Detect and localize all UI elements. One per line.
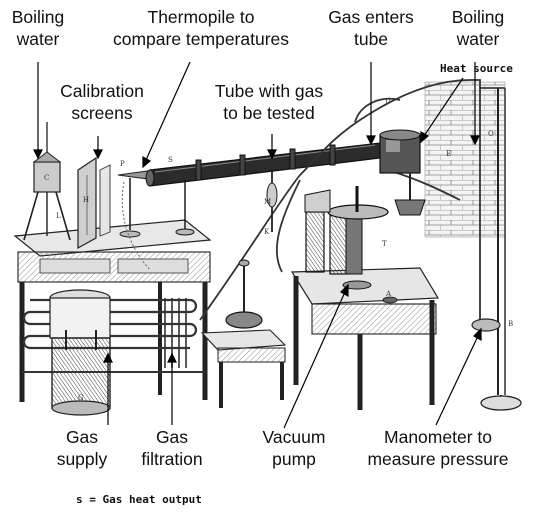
vacuum-pump-table xyxy=(290,267,440,410)
engraving-letter: O xyxy=(488,130,494,138)
engraving-letter: H xyxy=(83,196,90,204)
label-boiling-water-left: Boiling water xyxy=(11,7,65,49)
left-boiling-water-stand xyxy=(23,122,71,241)
gas-test-tube xyxy=(145,142,381,236)
label-calibration-screens: Calibration screens xyxy=(60,81,144,123)
engraving-letter: E xyxy=(446,150,452,158)
left-table xyxy=(13,219,212,402)
calibration-screens xyxy=(77,156,111,250)
engraving-letter: S xyxy=(168,156,173,164)
central-valve xyxy=(266,170,278,232)
label-boiling-water-right: Boiling water xyxy=(451,7,505,49)
engraving-letter: B xyxy=(508,320,514,328)
label-manometer: Manometer to measure pressure xyxy=(367,427,509,469)
heat-source-boiler xyxy=(379,129,426,216)
label-gas-enters-tube: Gas enters tube xyxy=(328,7,414,49)
label-tube-with-gas: Tube with gas to be tested xyxy=(214,81,324,123)
label-gas-filtration: Gas filtration xyxy=(141,427,203,469)
engraving-letter: G xyxy=(78,394,84,402)
engraving-letter: T xyxy=(382,240,387,248)
vacuum-pump xyxy=(304,186,398,304)
engraving-letter: K xyxy=(264,228,270,236)
gas-supply-vessel xyxy=(49,289,111,416)
engraving-letter: M xyxy=(264,198,272,206)
label-thermopile: Thermopile to compare temperatures xyxy=(112,7,290,49)
burner-stool xyxy=(200,259,287,408)
engraving-letter: P xyxy=(120,160,125,168)
engraving-letter: A xyxy=(386,290,392,298)
engraving-letter: D xyxy=(385,98,391,106)
label-arrows xyxy=(33,61,482,429)
manometer xyxy=(471,87,522,411)
thermopile xyxy=(117,170,151,271)
engraving-letter: L xyxy=(56,212,61,220)
label-gas-supply: Gas supply xyxy=(56,427,108,469)
brick-wall xyxy=(424,81,506,238)
engraving-letter: C xyxy=(44,174,50,182)
label-heat-source: Heat source xyxy=(440,62,513,75)
footnote-gas-heat-output: s = Gas heat output xyxy=(76,493,202,506)
label-vacuum-pump: Vacuum pump xyxy=(262,427,326,469)
